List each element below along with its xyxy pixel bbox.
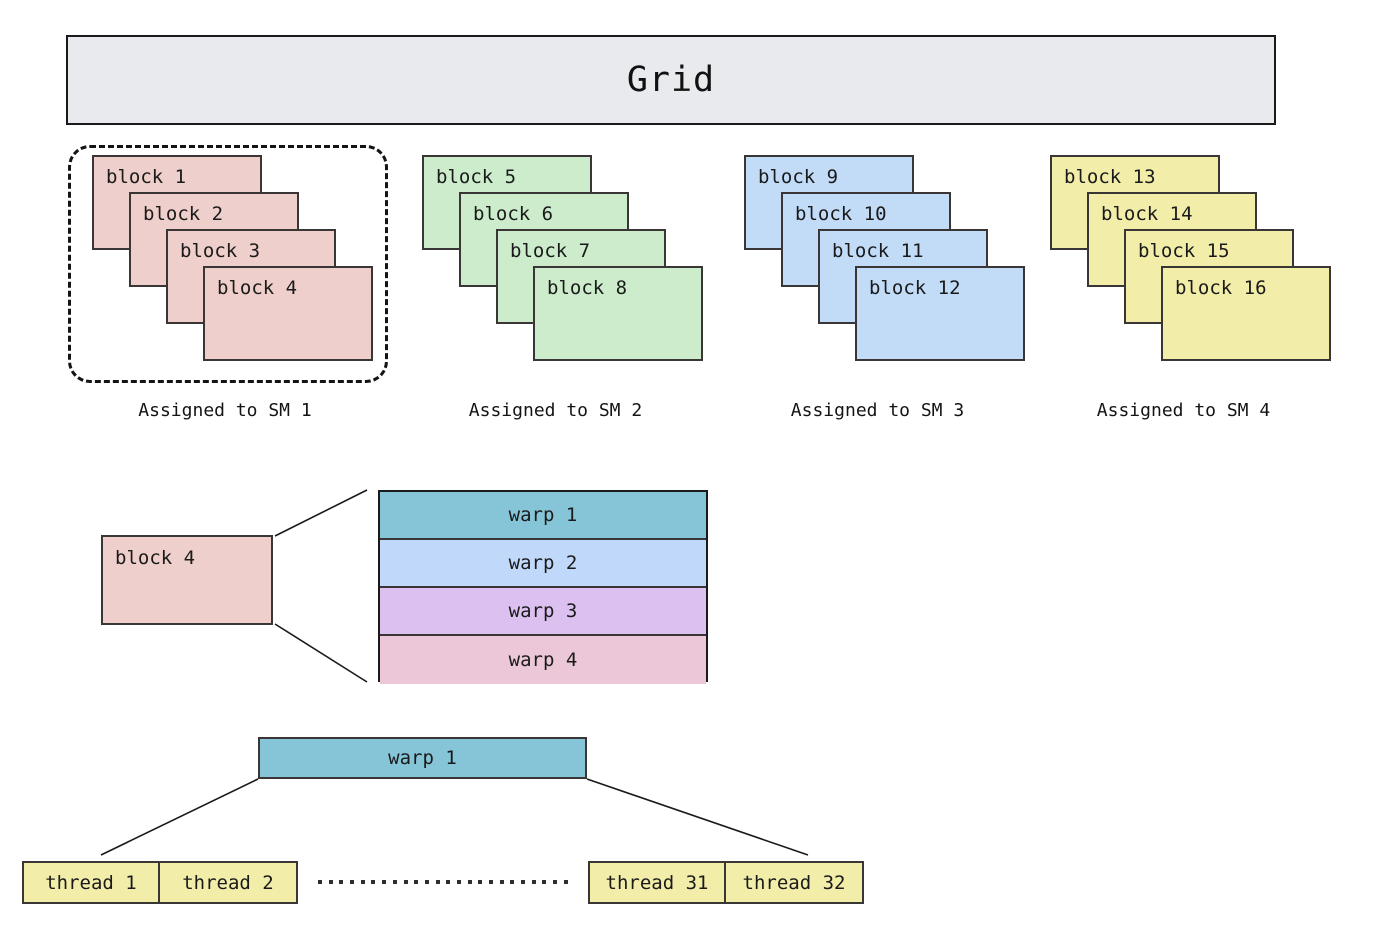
sm-caption: Assigned to SM 2: [468, 400, 643, 421]
sm-caption: Assigned to SM 4: [1096, 400, 1271, 421]
thread-box[interactable]: thread 2: [160, 861, 298, 904]
block-card[interactable]: block 4: [203, 266, 373, 361]
ellipsis-dot: [510, 880, 515, 884]
ellipsis-dot: [542, 880, 547, 884]
thread-group-left: thread 1 thread 2: [22, 861, 298, 904]
warp-row[interactable]: warp 4: [380, 636, 706, 684]
ellipsis-dot: [360, 880, 365, 884]
ellipsis-dot: [446, 880, 451, 884]
ellipsis-dot: [328, 880, 333, 884]
block4-to-warp-top-line: [274, 489, 368, 537]
ellipsis-dot: [318, 880, 322, 884]
warp-to-threads-right-line: [586, 778, 809, 856]
block4-box[interactable]: block 4: [101, 535, 273, 625]
sm-group-1: block 1 block 2 block 3 block 4 Assigned…: [60, 145, 388, 430]
thread-box[interactable]: thread 31: [588, 861, 726, 904]
ellipsis-dot: [563, 880, 568, 884]
ellipsis-dot: [499, 880, 504, 884]
grid-title: Grid: [626, 60, 716, 100]
block-card[interactable]: block 12: [855, 266, 1025, 361]
thread-box[interactable]: thread 32: [726, 861, 864, 904]
ellipsis-dot: [350, 880, 355, 884]
thread-ellipsis: [318, 878, 568, 886]
ellipsis-dot: [478, 880, 483, 884]
ellipsis-dot: [553, 880, 558, 884]
warp-row[interactable]: warp 2: [380, 540, 706, 588]
ellipsis-dot: [414, 880, 419, 884]
ellipsis-dot: [403, 880, 408, 884]
sm-caption: Assigned to SM 3: [790, 400, 965, 421]
block-card[interactable]: block 16: [1161, 266, 1331, 361]
ellipsis-dot: [531, 880, 536, 884]
sm-group-4: block 13 block 14 block 15 block 16 Assi…: [1026, 145, 1346, 430]
sm1-dashed-boundary: [68, 145, 388, 383]
ellipsis-dot: [467, 880, 472, 884]
warp-row[interactable]: warp 1: [380, 492, 706, 540]
ellipsis-dot: [371, 880, 376, 884]
warp-stack: warp 1 warp 2 warp 3 warp 4: [378, 490, 708, 684]
ellipsis-dot: [339, 880, 344, 884]
sm-caption: Assigned to SM 1: [138, 400, 312, 421]
ellipsis-dot: [382, 880, 387, 884]
ellipsis-dot: [489, 880, 493, 884]
warp-to-threads-left-line: [100, 778, 259, 856]
ellipsis-dot: [521, 880, 526, 884]
warp-row[interactable]: warp 3: [380, 588, 706, 636]
grid-header: Grid: [66, 35, 1276, 125]
block4-to-warp-bottom-line: [274, 623, 368, 683]
sm-group-2: block 5 block 6 block 7 block 8 Assigned…: [398, 145, 718, 430]
block-card[interactable]: block 8: [533, 266, 703, 361]
thread-group-right: thread 31 thread 32: [588, 861, 864, 904]
ellipsis-dot: [435, 880, 440, 884]
thread-box[interactable]: thread 1: [22, 861, 160, 904]
sm-group-3: block 9 block 10 block 11 block 12 Assig…: [720, 145, 1040, 430]
warp1-box[interactable]: warp 1: [258, 737, 587, 779]
ellipsis-dot: [456, 880, 461, 884]
ellipsis-dot: [392, 880, 397, 884]
ellipsis-dot: [424, 880, 429, 884]
